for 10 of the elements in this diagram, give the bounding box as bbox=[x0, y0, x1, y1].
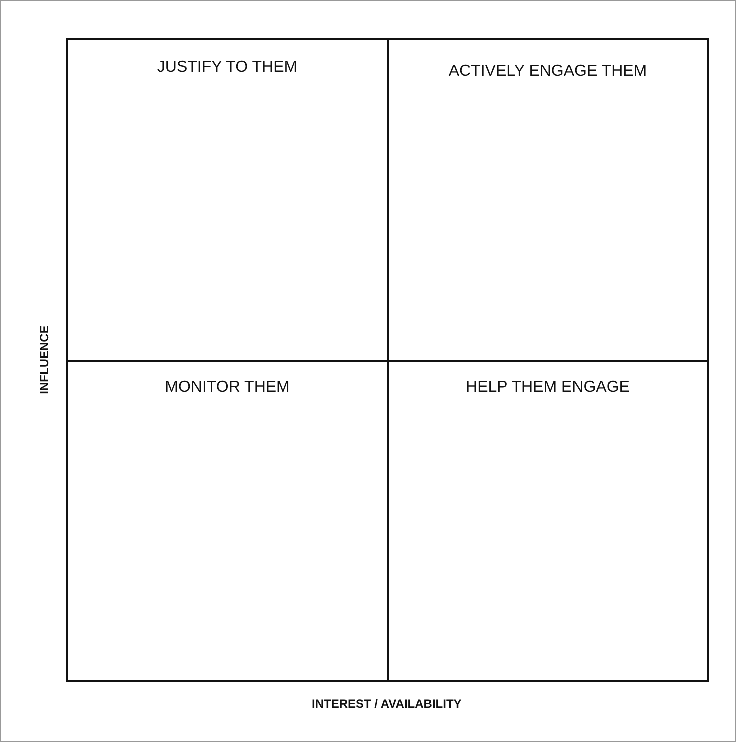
quadrant-box bbox=[66, 360, 389, 682]
quadrant-label: ACTIVELY ENGAGE THEM bbox=[448, 63, 648, 81]
quadrant-box bbox=[66, 38, 389, 362]
quadrant-label: MONITOR THEM bbox=[165, 379, 290, 397]
quadrant-box bbox=[387, 360, 709, 682]
axis-title: INFLUENCE bbox=[36, 326, 51, 394]
quadrant-box bbox=[387, 38, 709, 362]
quadrant-label: HELP THEM ENGAGE bbox=[466, 379, 630, 397]
axis-title: INTEREST / AVAILABILITY bbox=[312, 697, 462, 711]
quadrant-label: JUSTIFY TO THEM bbox=[157, 59, 298, 77]
